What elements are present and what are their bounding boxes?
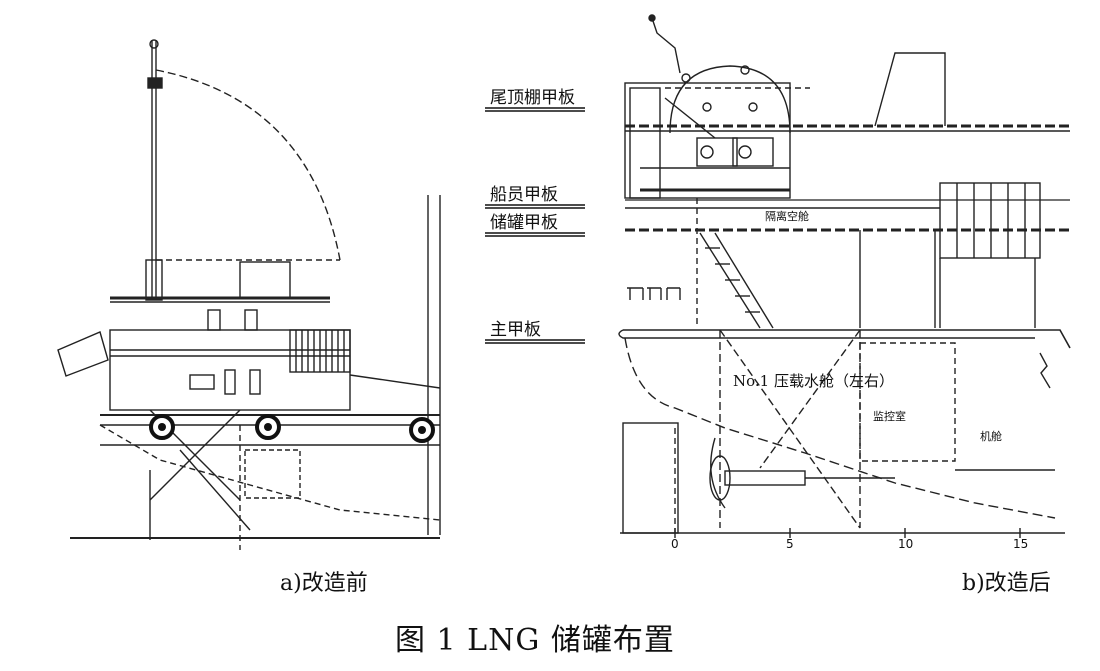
panel-a-drawing [40,30,450,560]
ladder [699,232,774,329]
main-deck-line [623,329,1071,349]
room-label-ballast: No.1 压载水舱（左右） [733,372,894,390]
caption-b: b)改造后 [962,571,1051,596]
scale-tick-15: 15 [1013,537,1028,551]
fender-tyres [149,414,435,443]
room-label-control: 监控室 [873,409,906,423]
stair-block [289,329,351,373]
scale-tick-0: 0 [671,537,679,551]
vent-pipe [651,17,681,74]
deck-label-tail-roof: 尾顶棚甲板 [490,88,575,108]
flag [57,331,109,377]
rudder-block [622,422,679,534]
funnel [874,52,946,127]
room-label-engine: 机舱 [980,429,1002,443]
caption-a: a)改造前 [280,571,368,596]
panel-b-svg: 尾顶棚甲板 船员甲板 储罐甲板 主甲板 [485,14,1071,551]
control-room-box [859,342,956,462]
crane-arc [155,69,341,261]
deck-label-crew: 船员甲板 [490,185,558,205]
panel-a-svg [57,39,441,550]
bollards [627,287,681,300]
deck-label-tank: 储罐甲板 [490,213,558,233]
tank-dome [669,65,791,134]
propeller [710,437,726,509]
scale-tick-10: 10 [898,537,913,551]
room-label-cofferdam: 隔离空舱 [765,209,809,223]
panel-b-drawing: 尾顶棚甲板 船员甲板 储罐甲板 主甲板 [475,8,1075,553]
tank-room [624,82,791,199]
scale-tick-5: 5 [786,537,794,551]
figure-caption: 图 1 LNG 储罐布置 [395,623,675,658]
deck-label-main: 主甲板 [490,320,541,340]
stacked-cylinders [939,182,1041,259]
